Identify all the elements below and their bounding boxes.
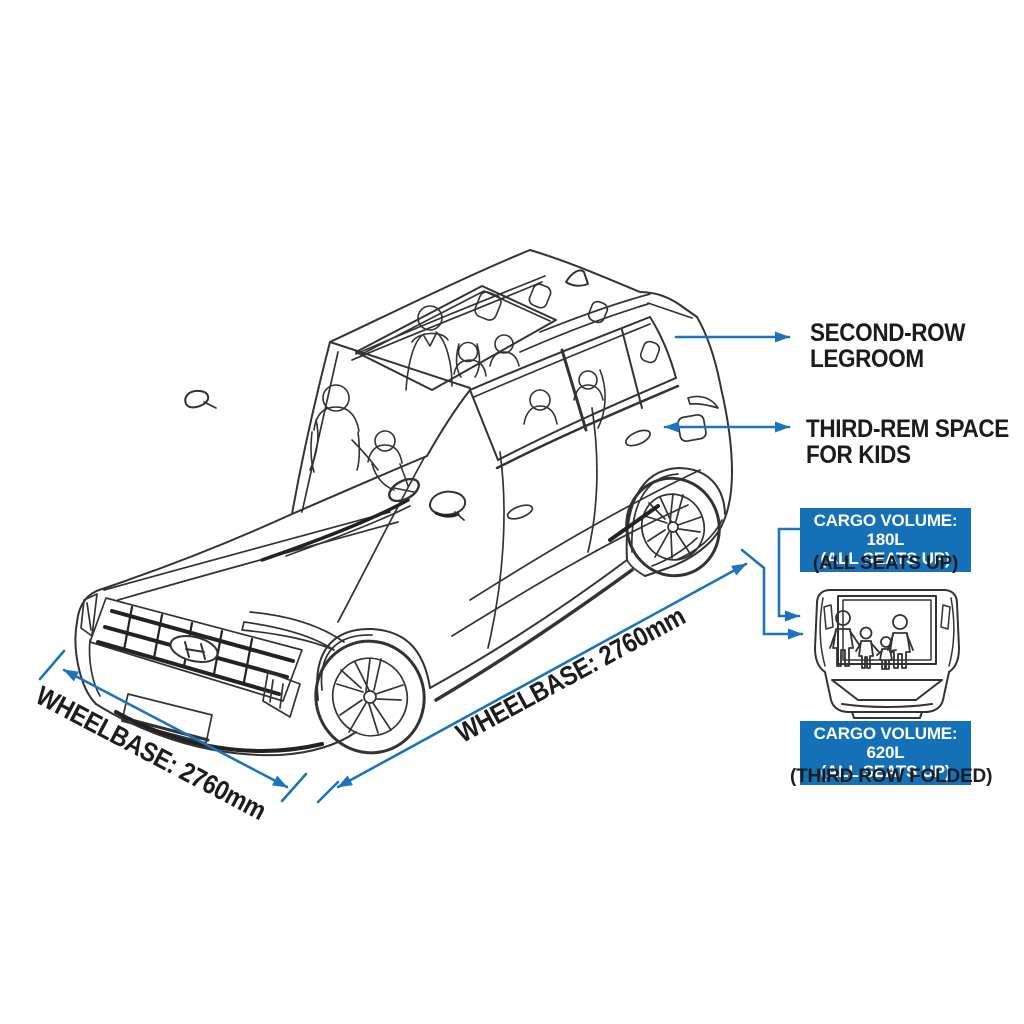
glasshouse xyxy=(184,269,719,649)
passengers xyxy=(309,283,661,503)
fog-lamp xyxy=(262,671,301,718)
driver-figure xyxy=(310,384,379,473)
wiper xyxy=(260,498,410,562)
sunroof-passengers xyxy=(405,283,609,391)
front-seatback xyxy=(309,419,319,471)
callout-line: SECOND-ROW xyxy=(810,319,966,347)
annotation-lines xyxy=(38,331,804,804)
cargo-volume-badge-folded: CARGO VOLUME: 620L (ALL SEATS UP) xyxy=(800,721,971,785)
child-front-figure xyxy=(367,430,420,503)
side-window-passengers xyxy=(523,340,661,429)
cargo-volume-badge-seats-up: CARGO VOLUME: 180L (ALL SEATS UP) xyxy=(800,508,971,572)
callout-line: THIRD-REM SPACE xyxy=(806,415,1009,443)
dimension-wheelbase-front xyxy=(38,649,308,803)
antenna-fin-icon xyxy=(565,269,589,287)
family-figures xyxy=(829,610,914,670)
badge-line: (ALL SEATS UP) xyxy=(820,762,951,781)
vehicle-cutaway-illustration xyxy=(74,249,733,757)
badge-line: (ALL SEATS UP) xyxy=(820,549,951,568)
tailgate-aperture xyxy=(837,595,937,665)
callout-third-row-space: THIRD-REM SPACE FOR KIDS xyxy=(806,416,1009,468)
dimension-wheelbase-side xyxy=(316,548,766,804)
rear-bumper xyxy=(831,679,943,701)
cargo-caption-folded: (THIRD ROW FOLDED) xyxy=(790,766,993,787)
cargo-rear-illustration xyxy=(814,589,960,719)
callout-second-row-legroom: SECOND-ROW LEGROOM xyxy=(810,319,966,373)
connector-badge-to-cargo xyxy=(777,527,801,622)
badge-line: CARGO VOLUME: 180L xyxy=(813,511,958,549)
door-handle-rear xyxy=(625,429,651,447)
taillight xyxy=(687,395,719,409)
side-mirror-near xyxy=(429,490,467,521)
callout-line: LEGROOM xyxy=(810,345,924,373)
connector-dimension-to-cargo xyxy=(762,566,804,640)
cargo-caption-seats-up: (ALL SEATS UP) xyxy=(812,553,959,574)
tail-lamp-left xyxy=(823,604,834,630)
badge-line: CARGO VOLUME: 620L xyxy=(813,724,958,762)
headlight-left xyxy=(80,593,98,637)
door-handle-front xyxy=(506,504,534,520)
side-mirror-far xyxy=(184,389,217,409)
tail-lamp-right xyxy=(940,604,951,630)
brand-logo xyxy=(169,634,219,664)
callout-line: FOR KIDS xyxy=(806,441,911,469)
